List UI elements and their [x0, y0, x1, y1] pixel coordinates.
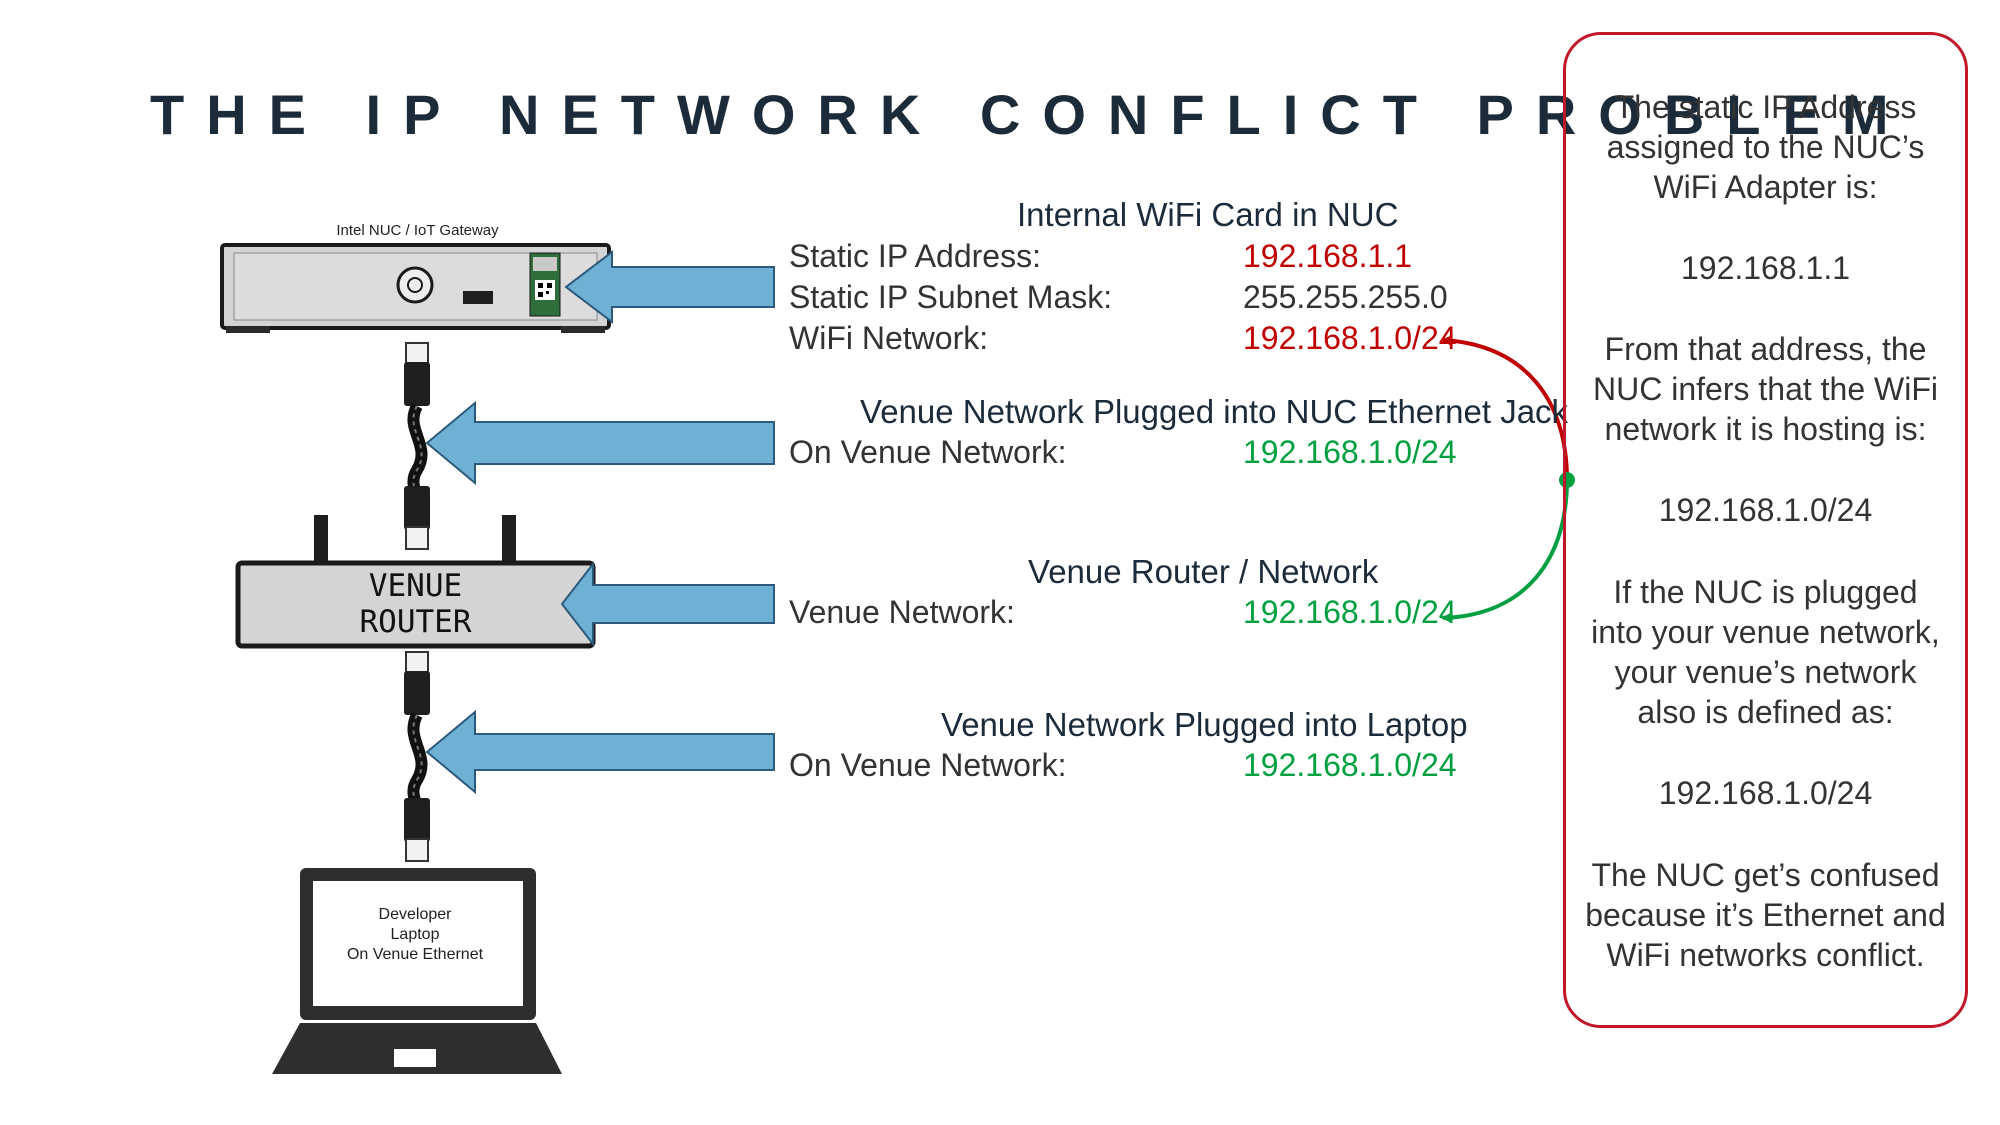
- static-ip-label: Static IP Address:: [789, 238, 1041, 274]
- arrow-to-laptop-cable: [425, 709, 775, 795]
- arrow-to-router: [560, 561, 775, 647]
- nuc-device-icon: [220, 243, 611, 333]
- usb-port-icon: [463, 291, 493, 304]
- ethernet-cable-icon-top: [404, 342, 430, 550]
- panel-text-4: The NUC get’s confused because it’s Ethe…: [1585, 857, 1946, 973]
- wifi-network-value: 192.168.1.0/24: [1243, 320, 1457, 356]
- router-network-value: 192.168.1.0/24: [1243, 594, 1457, 630]
- laptop-label-line2: Laptop: [390, 926, 440, 943]
- laptop-heading: Venue Network Plugged into Laptop: [941, 706, 1468, 743]
- panel-text-3: If the NUC is plugged into your venue ne…: [1591, 574, 1940, 730]
- laptop-network-value: 192.168.1.0/24: [1243, 747, 1457, 783]
- arrow-to-wifi-card: [564, 249, 775, 325]
- arrow-to-nuc-cable: [425, 400, 775, 486]
- panel-wifi-network-value: 192.168.1.0/24: [1658, 492, 1873, 528]
- developer-laptop-icon: [272, 868, 562, 1074]
- laptop-label-line3: On Venue Ethernet: [346, 946, 484, 963]
- explanation-panel: The static IP Address assigned to the NU…: [1563, 32, 1968, 1028]
- static-ip-value: 192.168.1.1: [1243, 238, 1413, 274]
- nuc-ethernet-label: On Venue Network:: [789, 434, 1067, 470]
- panel-venue-network-value: 192.168.1.0/24: [1658, 775, 1873, 811]
- subnet-mask-value: 255.255.255.0: [1243, 279, 1448, 315]
- laptop-label-line1: Developer: [378, 906, 452, 923]
- wifi-card-heading: Internal WiFi Card in NUC: [1017, 196, 1399, 233]
- wifi-network-label: WiFi Network:: [789, 320, 989, 356]
- nuc-ethernet-value: 192.168.1.0/24: [1243, 434, 1457, 470]
- power-button-icon: [396, 266, 434, 304]
- panel-text-1: The static IP Address assigned to the NU…: [1606, 89, 1925, 205]
- router-label-line2: ROUTER: [359, 604, 472, 640]
- ethernet-cable-icon-bottom: [404, 651, 430, 862]
- subnet-mask-label: Static IP Subnet Mask:: [789, 279, 1113, 315]
- router-network-label: Venue Network:: [789, 594, 1015, 630]
- panel-text-2: From that address, the NUC infers that t…: [1593, 331, 1938, 447]
- router-heading: Venue Router / Network: [1028, 553, 1379, 590]
- panel-ip-value: 192.168.1.1: [1680, 250, 1851, 286]
- nuc-label: Intel NUC / IoT Gateway: [336, 222, 499, 239]
- nuc-ethernet-heading: Venue Network Plugged into NUC Ethernet …: [860, 393, 1569, 430]
- conflict-connector: [1441, 335, 1575, 623]
- router-label-line1: VENUE: [368, 568, 463, 604]
- laptop-network-label: On Venue Network:: [789, 747, 1067, 783]
